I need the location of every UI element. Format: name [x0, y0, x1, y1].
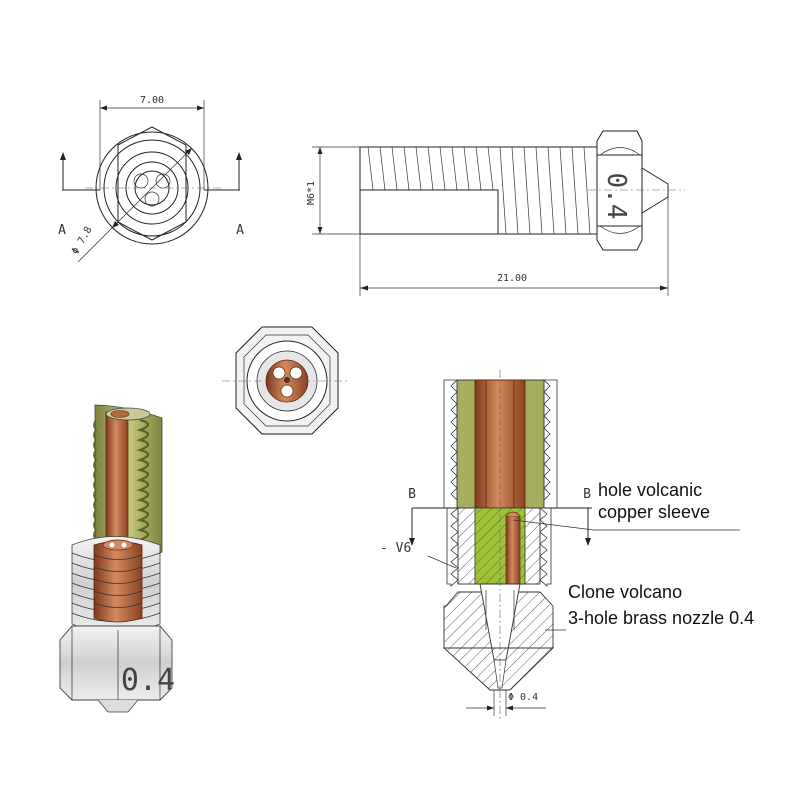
section-label-b-right: B — [583, 487, 591, 502]
side-view: M6*1 0.4 21.00 — [306, 130, 685, 296]
callout-nozzle-line1: Clone volcano — [568, 582, 682, 602]
iso-cutaway-view: 0.4 — [59, 404, 175, 713]
iso-upper-threads — [93, 418, 150, 552]
section-view: B B - V6 Φ 0.4 hole volcanic copper slee… — [380, 370, 754, 720]
iso-nozzle-size-stamp: 0.4 — [121, 663, 175, 698]
section-label-b-left: B — [408, 487, 416, 502]
section-label-a-left: A — [58, 223, 66, 238]
v6-label: - V6 — [380, 541, 411, 556]
width-dimension: 7.00 — [140, 95, 164, 106]
sleeve-bore — [505, 515, 521, 585]
thread-lines — [367, 146, 591, 235]
callout-sleeve-line2: copper sleeve — [598, 502, 710, 522]
length-dimension: 21.00 — [497, 273, 527, 284]
nozzle-size-stamp: 0.4 — [601, 173, 631, 220]
callout-nozzle-line2: 3-hole brass nozzle 0.4 — [568, 608, 754, 628]
top-view: 7.00 A A Φ 7.8 — [58, 95, 244, 263]
callout-sleeve-line1: hole volcanic — [598, 480, 702, 500]
orifice-dimension: Φ 0.4 — [508, 692, 538, 703]
diameter-dimension: Φ 7.8 — [70, 225, 95, 257]
hex-collar: 0.4 — [596, 130, 643, 251]
section-label-a-right: A — [236, 223, 244, 238]
thread-dimension: M6*1 — [306, 181, 317, 205]
bottom-view — [222, 326, 350, 435]
